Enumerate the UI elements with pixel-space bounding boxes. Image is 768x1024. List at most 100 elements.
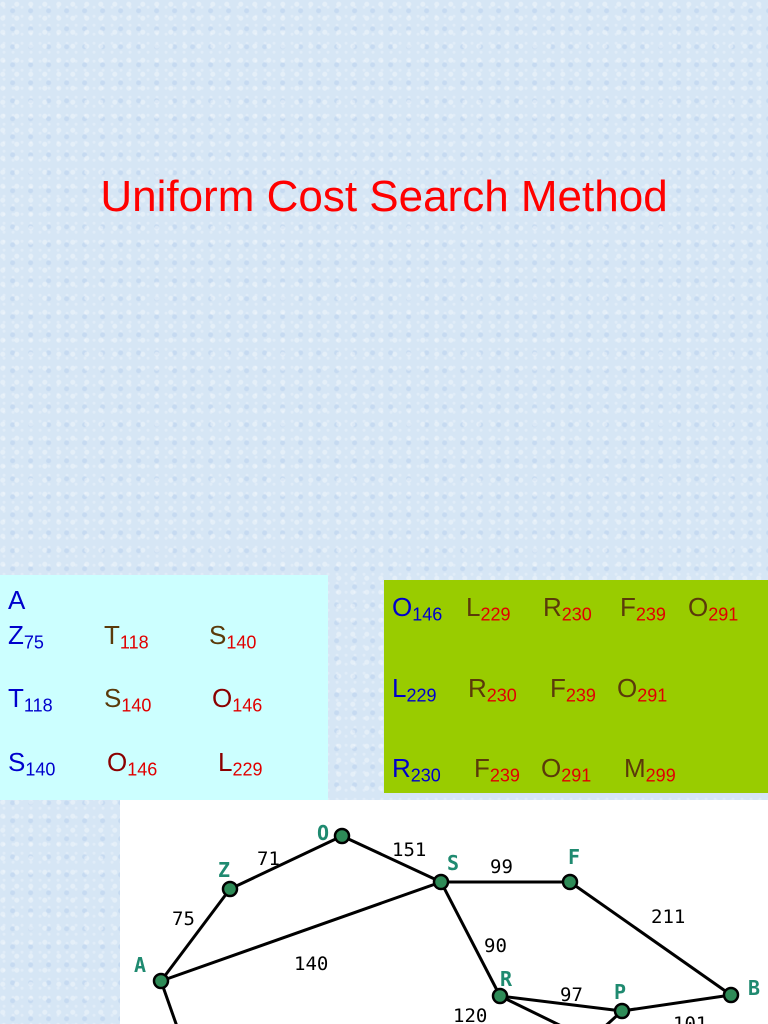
- path-cost: 146: [412, 604, 443, 625]
- node-letter: R: [543, 592, 562, 622]
- path-cost: 230: [561, 604, 592, 625]
- path-cost: 230: [410, 765, 441, 786]
- node-label: B: [748, 976, 760, 1000]
- path-cost: 146: [127, 759, 158, 780]
- path-cost: 140: [121, 695, 152, 716]
- node-letter: F: [620, 592, 636, 622]
- edge-f-b: [569, 880, 732, 997]
- graph-node-o: [333, 827, 351, 845]
- queue-entry: O146: [212, 683, 262, 717]
- path-cost: 229: [406, 685, 437, 706]
- queue-entry: R230: [543, 592, 592, 626]
- node-letter: O: [617, 673, 638, 703]
- path-cost: 239: [565, 685, 596, 706]
- graph-node-a: [152, 972, 170, 990]
- node-label: R: [500, 967, 513, 991]
- queue-entry: F239: [620, 592, 666, 626]
- edge-a-s: [160, 880, 442, 983]
- graph-node-p: [613, 1002, 631, 1020]
- path-cost: 140: [226, 632, 257, 653]
- node-label: S: [447, 851, 459, 875]
- graph-node-s: [432, 873, 450, 891]
- queue-entry: F239: [550, 673, 596, 707]
- path-cost: 140: [25, 759, 56, 780]
- path-cost: 146: [232, 695, 263, 716]
- edge-a-z: [159, 888, 232, 982]
- edge-cost-label: 97: [560, 984, 583, 1006]
- queue-entry: L229: [466, 592, 511, 626]
- node-label: F: [568, 845, 580, 869]
- node-label: A: [134, 953, 146, 977]
- node-letter: O: [688, 592, 709, 622]
- graph-node-r: [491, 987, 509, 1005]
- queue-entry: F239: [474, 753, 520, 787]
- node-letter: O: [107, 747, 128, 777]
- queue-entry: S140: [209, 620, 256, 654]
- queue-entry: R230: [468, 673, 517, 707]
- edge-cost-label: 151: [392, 839, 426, 861]
- queue-entry: T118: [8, 683, 53, 717]
- edge-cost-label: 75: [172, 908, 195, 930]
- slide-title: Uniform Cost Search Method: [100, 172, 668, 221]
- path-cost: 230: [486, 685, 517, 706]
- node-letter: R: [468, 673, 487, 703]
- edge-cost-label: 101: [673, 1013, 707, 1024]
- queue-entry: O146: [392, 592, 442, 626]
- node-letter: T: [104, 620, 120, 650]
- graph-node-b: [722, 986, 740, 1004]
- node-letter: A: [8, 585, 26, 615]
- node-letter: Z: [8, 620, 24, 650]
- node-letter: O: [541, 753, 562, 783]
- edge-z-o: [229, 834, 343, 891]
- edge-a-t: [159, 980, 178, 1024]
- queue-entry: A: [8, 585, 25, 616]
- node-label: O: [317, 821, 329, 845]
- graph-node-z: [221, 880, 239, 898]
- node-letter: M: [624, 753, 646, 783]
- node-letter: O: [392, 592, 413, 622]
- path-cost: 239: [489, 765, 520, 786]
- queue-entry: S140: [104, 683, 151, 717]
- queue-entry: R230: [392, 753, 441, 787]
- path-cost: 291: [637, 685, 668, 706]
- node-label: P: [614, 980, 626, 1004]
- edge-cost-label: 140: [294, 953, 328, 975]
- queue-entry: L229: [392, 673, 437, 707]
- node-letter: F: [474, 753, 490, 783]
- node-letter: F: [550, 673, 566, 703]
- node-label: Z: [218, 858, 230, 882]
- queue-entry: O146: [107, 747, 157, 781]
- edge-s-r: [439, 881, 502, 997]
- queue-entry: Z75: [8, 620, 44, 654]
- node-letter: T: [8, 683, 24, 713]
- edge-r-p: [499, 994, 623, 1013]
- node-letter: R: [392, 753, 411, 783]
- path-cost: 291: [708, 604, 739, 625]
- queue-entry: L229: [218, 747, 263, 781]
- queue-entry: O291: [541, 753, 591, 787]
- node-letter: L: [466, 592, 481, 622]
- queue-entry: T118: [104, 620, 149, 654]
- path-cost: 229: [232, 759, 263, 780]
- node-letter: S: [8, 747, 26, 777]
- queue-entry: S140: [8, 747, 55, 781]
- edge-cost-label: 99: [490, 856, 513, 878]
- path-cost: 291: [561, 765, 592, 786]
- edge-cost-label: 211: [651, 906, 685, 928]
- edge-cost-label: 120: [453, 1005, 487, 1024]
- queue-entry: O291: [617, 673, 667, 707]
- edge-cost-label: 71: [257, 848, 280, 870]
- path-cost: 75: [23, 632, 44, 653]
- path-cost: 229: [480, 604, 511, 625]
- edge-o-s: [341, 834, 442, 884]
- queue-entry: O291: [688, 592, 738, 626]
- node-letter: S: [104, 683, 122, 713]
- queue-entry: M299: [624, 753, 676, 787]
- path-cost: 239: [635, 604, 666, 625]
- node-letter: L: [392, 673, 407, 703]
- node-letter: S: [209, 620, 227, 650]
- edge-p-b: [621, 993, 732, 1013]
